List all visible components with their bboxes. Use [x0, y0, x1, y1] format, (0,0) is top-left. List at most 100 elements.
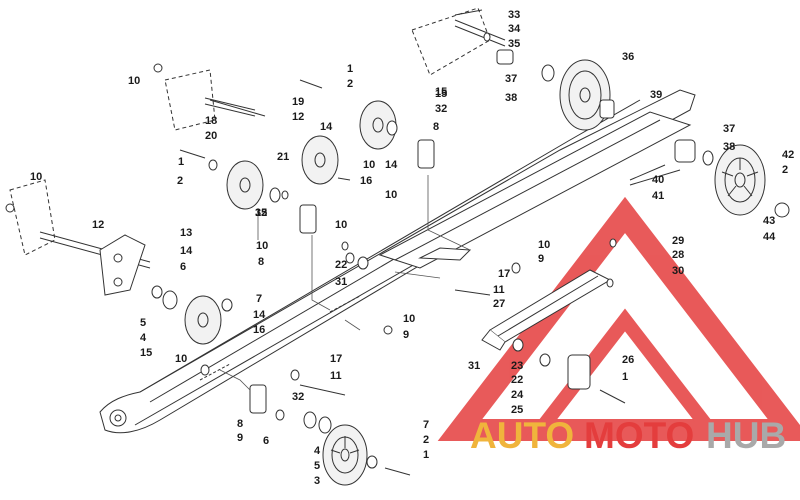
- callout-label: 10: [385, 189, 397, 201]
- callout-label: 41: [652, 190, 664, 202]
- callout-label: 10: [175, 353, 187, 365]
- torque-arm: [481, 269, 612, 351]
- slide-rail-rear: [378, 111, 692, 269]
- callout-label: 18: [205, 115, 217, 127]
- hardware: [5, 32, 790, 469]
- callout-label: 10: [538, 239, 550, 251]
- callout-label: 2: [177, 175, 183, 187]
- callout-label: 14: [320, 121, 333, 133]
- callout-label: 8: [258, 256, 264, 268]
- callout-label: 15: [255, 207, 267, 219]
- callout-label: 8: [433, 121, 439, 133]
- callout-label: 11: [493, 284, 505, 296]
- watermark-part1: AUTO: [470, 415, 574, 456]
- callout-label: 38: [505, 92, 517, 104]
- callout-label: 17: [330, 353, 342, 365]
- callout-label: 8: [237, 418, 243, 430]
- watermark-text: AUTO MOTO HUB: [470, 415, 786, 456]
- callout-label: 30: [672, 265, 684, 277]
- callout-label: 15: [435, 88, 447, 100]
- callout-label: 5: [140, 317, 146, 329]
- callout-label: 22: [511, 374, 523, 386]
- callout-label: 13: [180, 227, 192, 239]
- callout-label: 2: [347, 78, 353, 90]
- callout-label: 11: [330, 370, 342, 382]
- callout-label: 7: [256, 293, 262, 305]
- callout-label: 6: [263, 435, 269, 447]
- idler-wheel-3: [322, 424, 368, 486]
- callout-label: 40: [652, 174, 664, 186]
- callout-label: 10: [30, 171, 42, 183]
- callout-label: 20: [205, 130, 217, 142]
- watermark-part2: MOTO: [584, 415, 694, 456]
- callout-label: 36: [622, 51, 634, 63]
- idler-wheel-15b: [301, 135, 339, 185]
- callout-label: 16: [360, 175, 372, 187]
- callout-label: 22: [335, 259, 347, 271]
- callout-label: 1: [622, 371, 628, 383]
- callout-label: 15: [435, 86, 447, 98]
- callout-label: 4: [314, 445, 321, 457]
- idler-wheel-15d: [184, 295, 222, 345]
- callout-label: 5: [314, 460, 320, 472]
- callout-label: 26: [622, 354, 634, 366]
- callout-label: 25: [511, 404, 523, 416]
- callout-label: 1: [178, 156, 184, 168]
- callout-label: 10: [363, 159, 375, 171]
- callout-label: 6: [180, 261, 186, 273]
- callout-label: 1: [423, 449, 429, 461]
- callout-label: 14: [180, 245, 193, 257]
- callout-label: 9: [237, 432, 243, 444]
- callout-label: 4: [140, 332, 147, 344]
- callout-label: 2: [782, 164, 788, 176]
- callout-label: 37: [723, 123, 735, 135]
- bolts: [179, 79, 666, 476]
- left-bracket: [9, 69, 216, 256]
- bracket-13: [99, 234, 146, 296]
- callout-label: 9: [538, 253, 544, 265]
- callout-label: 9: [403, 329, 409, 341]
- idler-wheel-36: [559, 59, 611, 131]
- callout-label: 33: [508, 9, 520, 21]
- callout-label: 28: [672, 249, 684, 261]
- idler-wheel-42: [714, 144, 766, 216]
- callout-label: 43: [763, 215, 775, 227]
- callout-label: 23: [511, 360, 523, 372]
- callout-label: 14: [253, 309, 266, 321]
- callout-label: 7: [423, 419, 429, 431]
- callout-label: 10: [256, 240, 268, 252]
- callout-label: 16: [253, 324, 265, 336]
- callout-label: 12: [92, 219, 104, 231]
- callout-label: 10: [403, 313, 415, 325]
- callout-label: 32: [255, 207, 267, 219]
- callout-label: 34: [508, 23, 521, 35]
- callout-label: 38: [723, 141, 735, 153]
- callout-label: 42: [782, 149, 794, 161]
- callout-label: 29: [672, 235, 684, 247]
- callout-label: 12: [292, 111, 304, 123]
- callout-label: 10: [335, 219, 347, 231]
- callout-label: 1: [347, 63, 353, 75]
- callout-label: 19: [292, 96, 304, 108]
- callout-label: 14: [385, 159, 398, 171]
- callout-label: 15: [140, 347, 152, 359]
- guide-lines: [219, 175, 471, 391]
- callout-label: 31: [468, 360, 480, 372]
- callout-label: 17: [498, 268, 510, 280]
- callout-label: 2: [423, 434, 429, 446]
- callout-label: 32: [292, 391, 304, 403]
- callout-label: 37: [505, 73, 517, 85]
- callout-label: 21: [277, 151, 289, 163]
- callout-label: 3: [314, 475, 320, 487]
- callout-label: 39: [650, 89, 662, 101]
- callout-label: 31: [335, 276, 347, 288]
- callout-label: 44: [763, 231, 776, 243]
- idler-wheel-15c: [226, 160, 264, 210]
- callout-label: 35: [508, 38, 520, 50]
- watermark-part3: HUB: [706, 415, 786, 456]
- callout-label: 27: [493, 298, 505, 310]
- callout-label: 24: [511, 389, 524, 401]
